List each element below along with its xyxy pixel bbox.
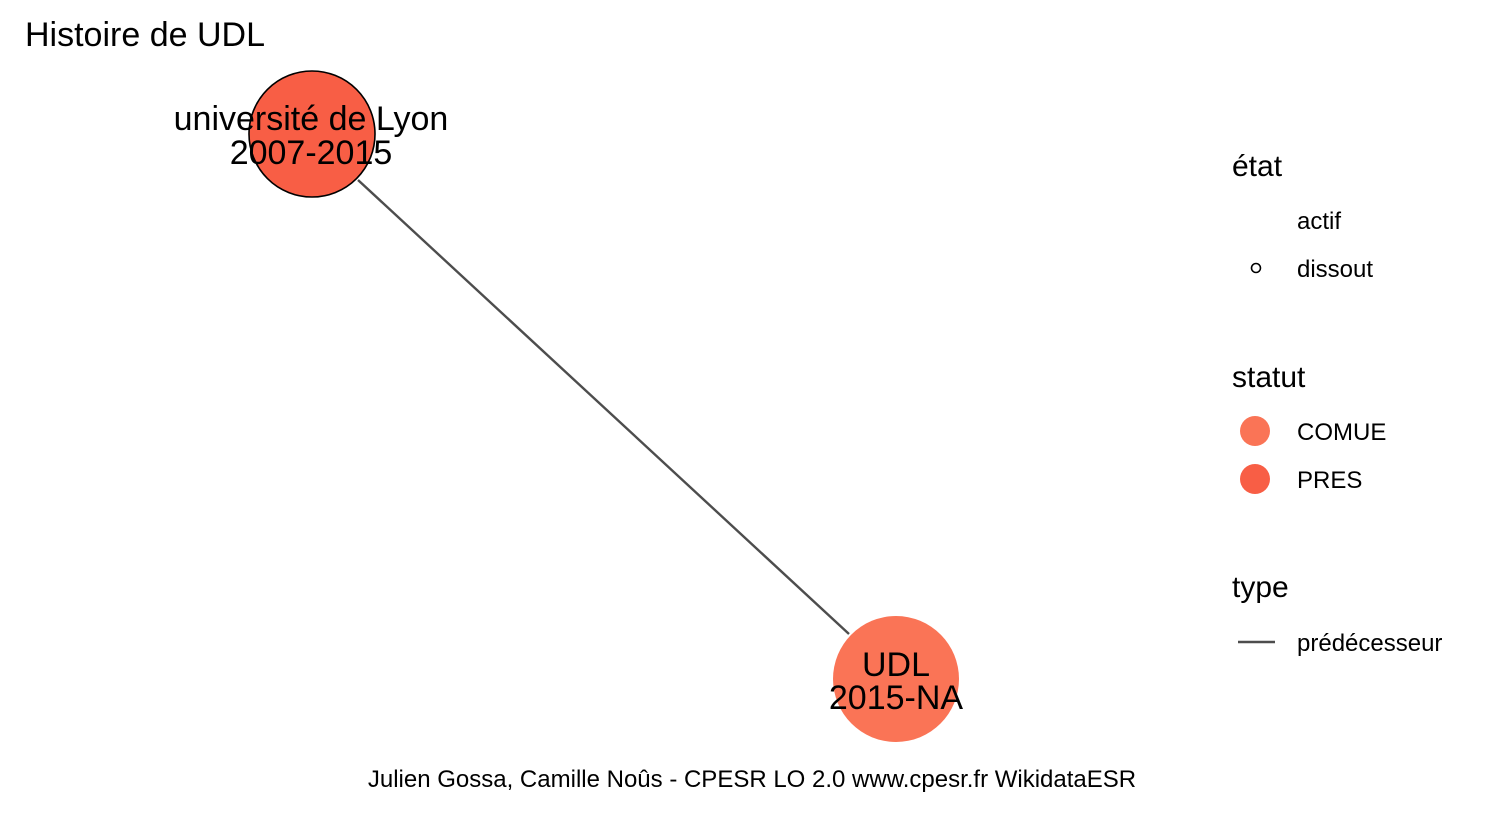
legend-statut-item-pres: PRES: [1297, 467, 1362, 494]
legend-etat: état actif dissout: [1232, 150, 1373, 283]
node-circle-udl: [833, 616, 959, 742]
graph-title: Histoire de UDL: [25, 16, 265, 54]
legend-type: type prédécesseur: [1232, 571, 1442, 657]
legend-statut-title: statut: [1232, 361, 1306, 394]
edge-predecessor: [357, 179, 850, 635]
node-udl: UDL 2015-NA: [829, 616, 964, 742]
node-years-universite-de-lyon: 2007-2015: [230, 134, 393, 172]
node-years-udl: 2015-NA: [829, 679, 964, 717]
node-universite-de-lyon: université de Lyon 2007-2015: [174, 70, 449, 198]
node-name-udl: UDL: [862, 646, 930, 684]
legend-type-item-predecesseur: prédécesseur: [1297, 630, 1442, 657]
legend-dissout-icon: [1250, 262, 1262, 274]
legend-comue-swatch: [1240, 416, 1270, 446]
legend-etat-title: état: [1232, 150, 1283, 183]
node-circle-universite-de-lyon: [248, 70, 376, 198]
caption: Julien Gossa, Camille Noûs - CPESR LO 2.…: [368, 766, 1136, 793]
node-name-universite-de-lyon: université de Lyon: [174, 100, 449, 138]
legend-statut-item-comue: COMUE: [1297, 419, 1386, 446]
legend-statut: statut COMUE PRES: [1232, 361, 1386, 494]
legend-pres-swatch: [1240, 464, 1270, 494]
legend-type-title: type: [1232, 571, 1289, 604]
legend-etat-item-actif: actif: [1297, 208, 1341, 235]
legend-etat-item-dissout: dissout: [1297, 256, 1373, 283]
